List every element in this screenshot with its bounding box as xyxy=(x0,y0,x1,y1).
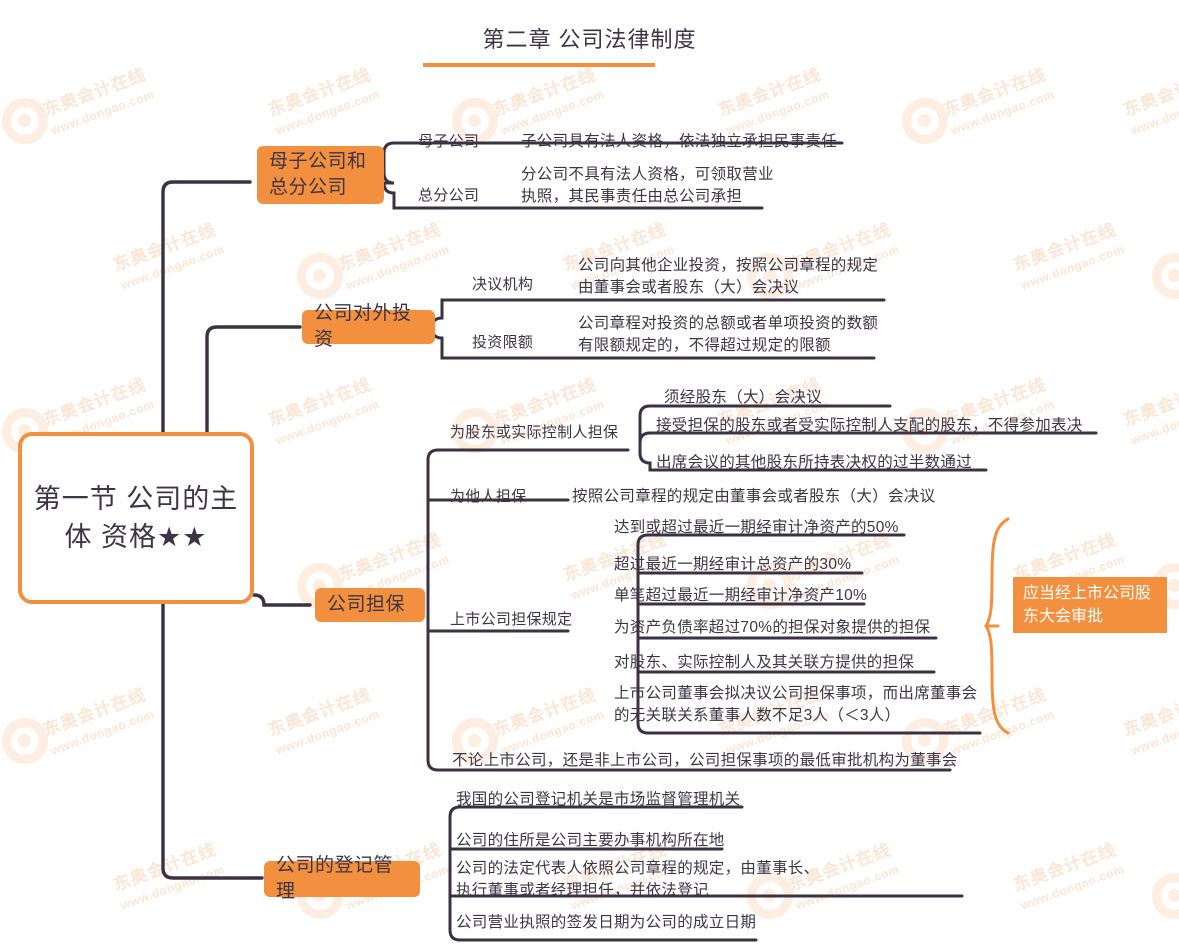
leaf-item-shareholder-1: 须经股东（大）会决议 xyxy=(664,388,823,406)
branch-registration-management[interactable]: 公司的登记管理 xyxy=(264,855,420,902)
root-node-label: 第一节 公司的主体 资格★★ xyxy=(33,483,239,552)
leaf-text-xiane: 公司章程对投资的总额或者单项投资的数额 有限额规定的，不得超过规定的限额 xyxy=(578,314,879,354)
leaf-item-listed-1: 达到或超过最近一期经审计净资产的50% xyxy=(614,518,899,536)
root-node[interactable]: 第一节 公司的主体 资格★★ xyxy=(18,432,254,604)
leaf-item-listed-5: 对股东、实际控制人及其关联方提供的担保 xyxy=(614,653,915,671)
leaf-label-shareholder-guarantee: 为股东或实际控制人担保 xyxy=(450,424,619,442)
orange-brace xyxy=(984,517,1010,735)
leaf-label-others-guarantee: 为他人担保 xyxy=(450,488,527,506)
leaf-text-jueyi: 公司向其他企业投资，按照公司章程的规定 由董事会或者股东（大）会决议 xyxy=(578,256,879,296)
leaf-text-muzi: 子公司具有法人资格，依法独立承担民事责任 xyxy=(521,132,838,150)
leaf-item-listed-4: 为资产负债率超过70%的担保对象提供的担保 xyxy=(614,618,931,636)
leaf-item-shareholder-3: 出席会议的其他股东所持表决权的过半数通过 xyxy=(656,453,973,471)
branch-label: 母子公司和 总分公司 xyxy=(269,150,367,198)
leaf-item-registration-2: 公司的住所是公司主要办事机构所在地 xyxy=(456,831,725,849)
branch-label: 公司对外投资 xyxy=(314,302,412,350)
leaf-item-registration-3: 公司的法定代表人依照公司章程的规定，由董事长、 执行董事或者经理担任，并依法登记 xyxy=(456,859,820,899)
branch-label: 公司的登记管理 xyxy=(276,854,394,902)
leaf-text-zongfen: 分公司不具有法人资格，可领取营业 执照，其民事责任由总公司承担 xyxy=(521,165,774,205)
title-underline xyxy=(423,63,655,67)
leaf-label-xiane: 投资限额 xyxy=(472,334,534,352)
leaf-text-others-guarantee: 按照公司章程的规定由董事会或者股东（大）会决议 xyxy=(572,487,936,505)
leaf-label-zongfen: 总分公司 xyxy=(418,187,480,205)
leaf-item-registration-4: 公司营业执照的签发日期为公司的成立日期 xyxy=(456,913,757,931)
page-title: 第二章 公司法律制度 xyxy=(482,27,697,52)
leaf-item-listed-6: 上市公司董事会拟决议公司担保事项，而出席董事会 的无关联关系董事人数不足3人（＜… xyxy=(614,684,978,724)
leaf-item-registration-1: 我国的公司登记机关是市场监督管理机关 xyxy=(456,790,741,808)
leaf-label-jueyi: 决议机构 xyxy=(472,276,534,294)
callout-listed-approval: 应当经上市公司股 东大会审批 xyxy=(1013,577,1167,633)
branch-company-guarantee[interactable]: 公司担保 xyxy=(315,588,425,622)
leaf-item-listed-2: 超过最近一期经审计总资产的30% xyxy=(614,555,852,573)
leaf-label-muzi: 母子公司 xyxy=(418,133,480,151)
leaf-item-shareholder-2: 接受担保的股东或者受实际控制人支配的股东，不得参加表决 xyxy=(656,416,1083,434)
leaf-label-listed-guarantee-rules: 上市公司担保规定 xyxy=(450,611,573,629)
leaf-item-listed-3: 单笔超过最近一期经审计净资产10% xyxy=(614,586,868,604)
branch-label: 公司担保 xyxy=(327,593,406,615)
branch-outbound-investment[interactable]: 公司对外投资 xyxy=(302,303,435,350)
leaf-text-minimum-approval-body: 不论上市公司，还是非上市公司，公司担保事项的最低审批机构为董事会 xyxy=(452,751,958,769)
branch-parent-sub-company[interactable]: 母子公司和 总分公司 xyxy=(257,146,384,204)
